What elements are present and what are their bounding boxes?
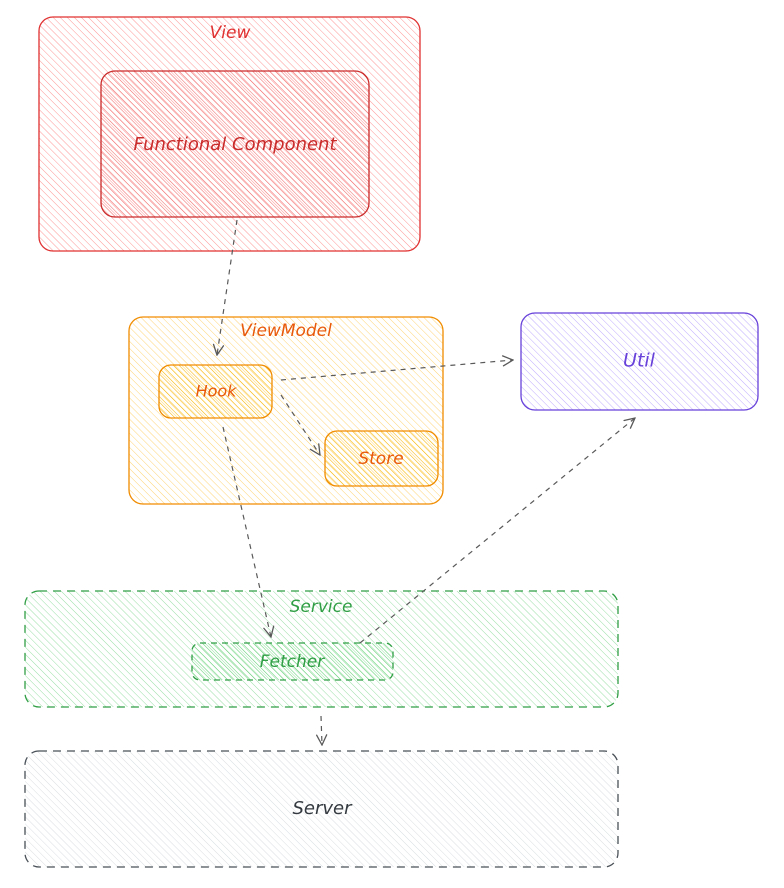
- hook-box: Hook: [158, 364, 273, 419]
- server-box-shape: [24, 750, 619, 868]
- store-box-shape: [324, 430, 439, 487]
- view-label: View: [210, 23, 251, 43]
- functional-component-label: Functional Component: [133, 134, 337, 155]
- hook-box-shape: [158, 364, 273, 419]
- store-box: Store: [324, 430, 439, 487]
- edge-hook-to-store: [280, 394, 320, 455]
- edge-functional-component-to-hook: [217, 219, 238, 355]
- util-box: Util: [520, 312, 759, 411]
- edge-service-to-server: [321, 715, 322, 745]
- edges: [217, 219, 635, 745]
- edge-hook-to-util: [280, 360, 513, 381]
- util-box-shape: [520, 312, 759, 411]
- service-label: Service: [290, 597, 353, 617]
- viewmodel-label: ViewModel: [240, 321, 332, 341]
- server-box: Server: [24, 750, 619, 868]
- fetcher-box-shape: [191, 642, 394, 681]
- fetcher-label: Fetcher: [260, 652, 325, 672]
- server-label: Server: [292, 798, 353, 819]
- hook-label: Hook: [196, 382, 238, 401]
- functional-component-box: Functional Component: [100, 70, 370, 218]
- util-label: Util: [623, 350, 656, 372]
- fetcher-box: Fetcher: [191, 642, 394, 681]
- functional-component-box-shape: [100, 70, 370, 218]
- store-label: Store: [358, 449, 403, 469]
